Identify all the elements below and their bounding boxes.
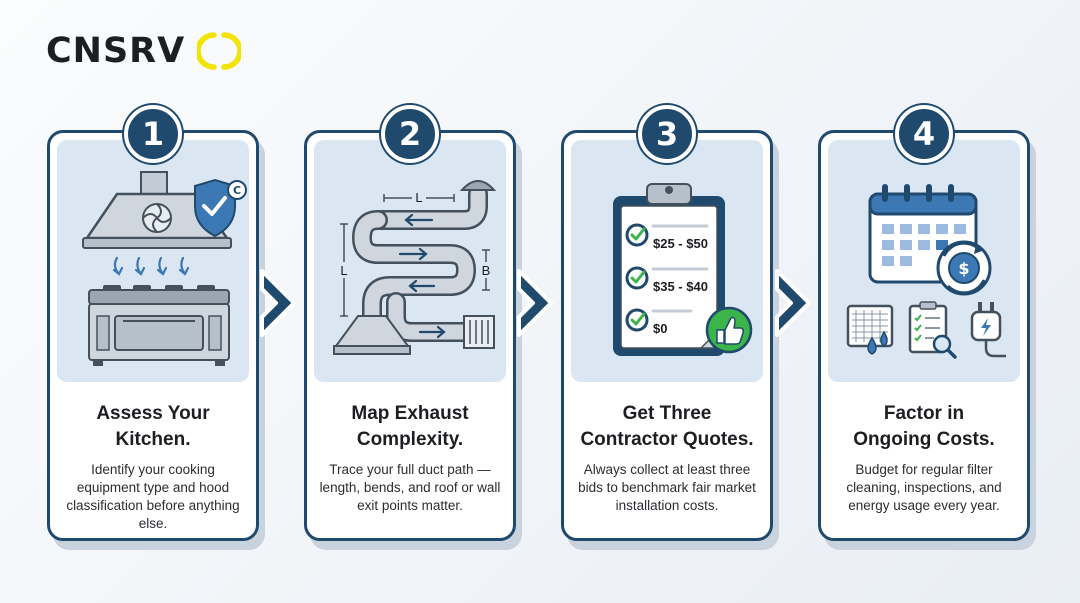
step-title-3: Get Three Contractor Quotes.	[580, 403, 754, 450]
duct-path-icon: L L B	[333, 180, 497, 355]
svg-text:C: C	[233, 184, 241, 197]
step-description-1: Identify your cooking equipment type and…	[66, 462, 240, 531]
step-title-1: Assess Your Kitchen.	[96, 403, 210, 450]
quote-3: $0	[653, 321, 667, 336]
step-number-badge-2: 2	[381, 105, 439, 163]
step-illustration-3: $25 - $50 $35 - $40 $0	[571, 140, 763, 382]
dollar-cycle-icon: $	[936, 240, 992, 296]
step-description-3: Always collect at least three bids to be…	[578, 462, 756, 513]
step-card-4: $	[818, 105, 1030, 541]
check-icon	[625, 223, 649, 332]
power-plug-icon	[970, 302, 1006, 358]
brand-name: CNSRV	[46, 31, 186, 71]
step-card-2: L L B 2 Map Exhaust Complexity. Trace yo…	[304, 105, 516, 541]
recurring-costs-icon: $	[846, 184, 1006, 359]
inspection-checklist-icon	[908, 301, 957, 359]
step-card-3: $25 - $50 $35 - $40 $0 3 Get Three Contr…	[561, 105, 773, 541]
open-circle-logo-icon	[197, 32, 242, 70]
step-number-badge-4: 4	[895, 105, 953, 163]
step-title-4: Factor in Ongoing Costs.	[853, 403, 995, 450]
duct-length-label: L	[415, 190, 422, 205]
chevron-right-icon	[260, 269, 296, 337]
step-number-badge-3: 3	[638, 105, 696, 163]
svg-text:$: $	[958, 259, 969, 278]
chevron-right-icon	[775, 269, 811, 337]
thumbs-up-icon	[705, 306, 753, 354]
step-card-1: C 1 Assess Your Kitchen. Identify your c…	[47, 105, 259, 541]
step-title-2: Map Exhaust Complexity.	[351, 403, 469, 450]
step-description-2: Trace your full duct path — length, bend…	[319, 462, 501, 513]
duct-height-label: L	[340, 263, 347, 278]
kitchen-hood-icon: C	[82, 171, 247, 366]
step-illustration-4: $	[828, 140, 1020, 382]
step-illustration-2: L L B	[314, 140, 506, 382]
brand-logo: CNSRV	[46, 28, 242, 74]
chevron-right-icon	[517, 269, 553, 337]
step-number-badge-1: 1	[124, 105, 182, 163]
step-description-4: Budget for regular filter cleaning, insp…	[846, 462, 1002, 513]
step-illustration-1: C	[57, 140, 249, 382]
duct-bend-label: B	[482, 263, 491, 278]
clipboard-quotes-icon: $25 - $50 $35 - $40 $0	[613, 183, 753, 356]
quote-2: $35 - $40	[653, 279, 708, 294]
quote-1: $25 - $50	[653, 236, 708, 251]
filter-icon	[846, 304, 894, 355]
